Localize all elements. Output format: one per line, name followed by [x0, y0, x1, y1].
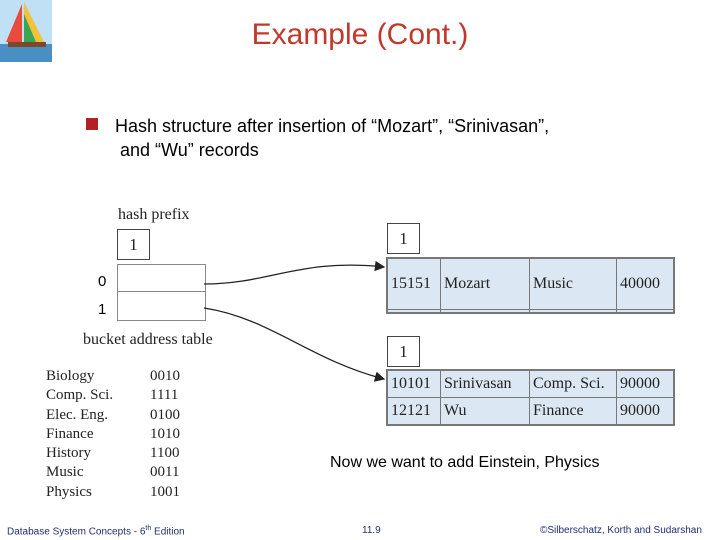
bullet-text: Hash structure after insertion of “Mozar… — [115, 114, 675, 162]
dept-name: Biology — [46, 368, 95, 384]
arrow-0-to-bucket-1 — [203, 260, 386, 285]
hash-value: 1001 — [150, 483, 180, 500]
bucket-2: 10101 Srinivasan Comp. Sci. 90000 12121 … — [386, 369, 675, 426]
global-depth-box: 1 — [117, 229, 150, 260]
bucket-1-record-1: 15151 Mozart Music 40000 — [387, 257, 674, 311]
bat-index-1: 1 — [98, 301, 107, 318]
record-id — [387, 309, 441, 313]
record-salary: 90000 — [616, 397, 674, 425]
bucket-2-record-1: 10101 Srinivasan Comp. Sci. 90000 — [387, 370, 674, 398]
bucket-2-record-2: 12121 Wu Finance 90000 — [387, 397, 674, 425]
bullet-icon — [86, 118, 98, 130]
bucket-2-depth: 1 — [387, 336, 420, 367]
dept-name: Finance — [46, 425, 94, 442]
hash-prefix-label: hash prefix — [118, 206, 190, 223]
dept-name: Comp. Sci. — [46, 387, 114, 404]
record-id: 12121 — [387, 397, 441, 425]
slide-title: Example (Cont.) — [251, 18, 469, 51]
record-dept: Finance — [529, 397, 617, 425]
footer-edition: Edition — [151, 526, 185, 538]
hash-value: 0100 — [150, 406, 180, 423]
record-dept: Music — [529, 257, 617, 311]
hash-value: 0011 — [150, 464, 180, 481]
record-name: Mozart — [440, 257, 530, 311]
footer-page-number: 11.9 — [362, 525, 381, 536]
dept-list: Biology Comp. Sci. Elec. Eng. Finance Hi… — [46, 367, 113, 502]
hash-value-list: 0010 1111 0100 1010 1100 0011 1001 — [150, 367, 180, 502]
bullet-line-1: Hash structure after insertion of “Mozar… — [115, 116, 550, 136]
dept-name: History — [46, 445, 91, 462]
hash-value: 1111 — [150, 387, 179, 404]
footer-left: Database System Concepts - 6th Edition — [7, 525, 185, 537]
footer-copyright: ©Silberschatz, Korth and Sudarshan — [540, 525, 702, 536]
record-salary — [616, 309, 674, 313]
record-id: 10101 — [387, 370, 441, 398]
record-salary: 90000 — [616, 370, 674, 398]
record-name: Srinivasan — [440, 370, 530, 398]
bucket-address-table-label: bucket address table — [83, 331, 213, 348]
bat-index-0: 0 — [98, 273, 107, 290]
dept-name: Music — [46, 464, 84, 481]
bucket-1-depth: 1 — [387, 223, 420, 254]
bat-row-0 — [118, 265, 205, 292]
record-dept: Comp. Sci. — [529, 370, 617, 398]
sailboat-logo-icon — [0, 0, 52, 62]
hash-value: 0010 — [150, 368, 180, 384]
footer-book-title: Database System Concepts - 6 — [7, 526, 146, 538]
bucket-1-record-2 — [387, 309, 674, 313]
record-name: Wu — [440, 397, 530, 425]
bullet-line-2: and “Wu” records — [120, 140, 259, 160]
note-text: Now we want to add Einstein, Physics — [330, 454, 600, 471]
hash-value: 1100 — [150, 445, 180, 462]
hash-value: 1010 — [150, 425, 180, 442]
dept-name: Physics — [46, 483, 92, 500]
arrow-1-to-bucket-2 — [203, 307, 386, 382]
record-salary: 40000 — [616, 257, 674, 311]
footer-edition-sup: th — [145, 525, 152, 532]
bucket-1: 15151 Mozart Music 40000 — [386, 257, 675, 314]
record-name — [440, 309, 530, 313]
record-id: 15151 — [387, 257, 441, 311]
bucket-address-table — [117, 264, 206, 321]
dept-name: Elec. Eng. — [46, 406, 109, 423]
record-dept — [529, 309, 617, 313]
